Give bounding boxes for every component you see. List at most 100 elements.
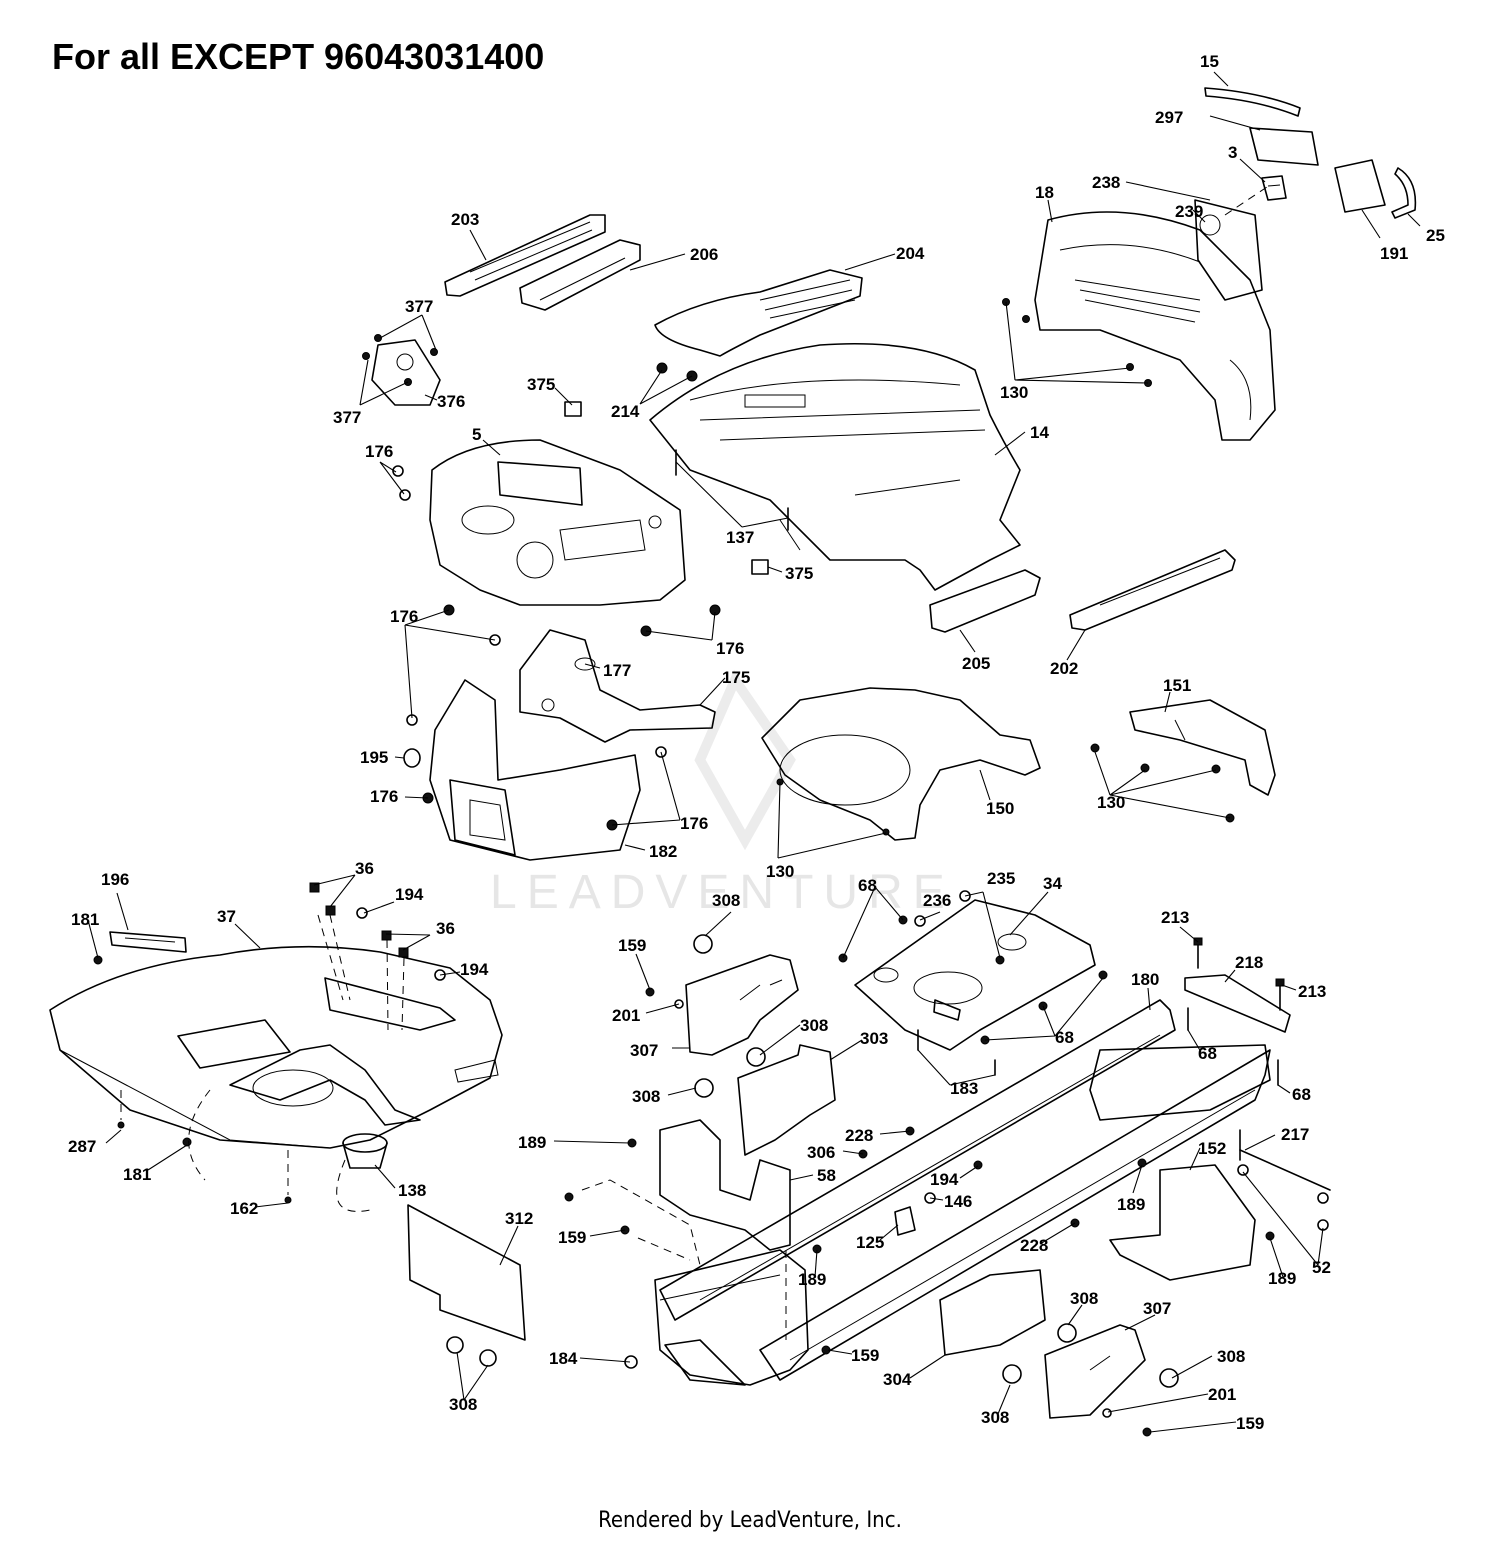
callout-308-e: 308	[1217, 1347, 1245, 1366]
page-title: For all EXCEPT 96043031400	[52, 36, 545, 77]
callout-201-a: 201	[612, 1006, 640, 1025]
callout-125: 125	[856, 1233, 884, 1252]
callout-138: 138	[398, 1181, 426, 1200]
callout-180: 180	[1131, 970, 1159, 989]
callout-306: 306	[807, 1143, 835, 1162]
callout-14: 14	[1030, 423, 1049, 442]
callout-202: 202	[1050, 659, 1078, 678]
part-176-rivets-top	[392, 465, 721, 637]
callout-130-mid: 130	[1097, 793, 1125, 812]
callout-308-a: 308	[712, 891, 740, 910]
callout-177: 177	[603, 661, 631, 680]
part-5-dash	[429, 439, 686, 606]
callout-176-e: 176	[680, 814, 708, 833]
part-297-lens	[1249, 127, 1319, 166]
callout-130-top: 130	[1000, 383, 1028, 402]
callout-189-d: 189	[1268, 1269, 1296, 1288]
callout-201-b: 201	[1208, 1385, 1236, 1404]
callout-308-f: 308	[449, 1395, 477, 1414]
part-150-liner	[761, 687, 1041, 841]
part-206-vent	[519, 239, 641, 311]
chassis-dashed-guides	[581, 1179, 787, 1340]
part-203-vent	[444, 214, 606, 297]
callout-130-low: 130	[766, 862, 794, 881]
callout-217: 217	[1281, 1125, 1309, 1144]
callout-176-d: 176	[370, 787, 398, 806]
callout-176-b: 176	[390, 607, 418, 626]
callout-5: 5	[472, 425, 481, 444]
callout-34: 34	[1043, 874, 1062, 893]
callout-376: 376	[437, 392, 465, 411]
callout-176-a: 176	[365, 442, 393, 461]
callout-68-d: 68	[1292, 1085, 1311, 1104]
callout-36-b: 36	[436, 919, 455, 938]
part-130-screws	[776, 298, 1235, 836]
part-308-bushings	[693, 934, 1179, 1388]
callout-15: 15	[1200, 52, 1219, 71]
callout-228-a: 228	[845, 1126, 873, 1145]
part-14-hood	[649, 342, 1021, 591]
callout-146: 146	[944, 1192, 972, 1211]
callout-181-a: 181	[71, 910, 99, 929]
callout-297: 297	[1155, 108, 1183, 127]
callout-308-c: 308	[632, 1087, 660, 1106]
part-195-plug	[403, 748, 421, 768]
part-304-bracket	[939, 1269, 1046, 1356]
part-3-bracket	[1261, 175, 1287, 201]
part-37-fender	[49, 945, 503, 1149]
part-36-194-hardware	[93, 882, 446, 1204]
callout-189-c: 189	[798, 1270, 826, 1289]
callout-206: 206	[690, 245, 718, 264]
part-138-cup	[342, 1133, 388, 1169]
part-376-bracket	[371, 339, 441, 406]
callout-228-b: 228	[1020, 1236, 1048, 1255]
callout-58: 58	[817, 1166, 836, 1185]
callout-189-b: 189	[1117, 1195, 1145, 1214]
part-152-shield	[1109, 1164, 1256, 1281]
callout-18: 18	[1035, 183, 1054, 202]
callout-37: 37	[217, 907, 236, 926]
part-137-pins	[675, 449, 789, 531]
callout-181-b: 181	[123, 1165, 151, 1184]
callout-308-b: 308	[800, 1016, 828, 1035]
callout-205: 205	[962, 654, 990, 673]
callout-68-b: 68	[1055, 1028, 1074, 1047]
callout-307-b: 307	[1143, 1299, 1171, 1318]
callout-191: 191	[1380, 244, 1408, 263]
callout-239: 239	[1175, 202, 1203, 221]
callout-151: 151	[1163, 676, 1191, 695]
callout-375-bottom: 375	[785, 564, 813, 583]
callout-159-c: 159	[851, 1346, 879, 1365]
callout-159-a: 159	[618, 936, 646, 955]
callout-194-a: 194	[395, 885, 424, 904]
callout-307-a: 307	[630, 1041, 658, 1060]
watermark-text: LEADVENTURE	[490, 866, 955, 919]
callout-194-c: 194	[930, 1170, 959, 1189]
callout-204: 204	[896, 244, 925, 263]
callout-159-d: 159	[1236, 1414, 1264, 1433]
part-202-strip	[1069, 549, 1236, 631]
callout-68-c: 68	[1198, 1044, 1217, 1063]
callout-218: 218	[1235, 953, 1263, 972]
watermark-logo	[694, 669, 796, 851]
callout-308-g: 308	[981, 1408, 1009, 1427]
fender-dashed-guides	[120, 914, 405, 1212]
callout-203: 203	[451, 210, 479, 229]
part-214-fasteners	[656, 362, 698, 382]
part-175-plate	[519, 629, 716, 743]
callout-182: 182	[649, 842, 677, 861]
callout-195: 195	[360, 748, 388, 767]
callout-194-b: 194	[460, 960, 489, 979]
callout-175: 175	[722, 668, 750, 687]
callout-238: 238	[1092, 173, 1120, 192]
part-25-clip	[1391, 167, 1417, 219]
part-204-hood-top	[654, 269, 863, 357]
front-frame-end	[654, 1249, 809, 1386]
callout-213-a: 213	[1161, 908, 1189, 927]
callout-159-b: 159	[558, 1228, 586, 1247]
part-196-plate	[109, 931, 187, 953]
footer-credit: Rendered by LeadVenture, Inc.	[598, 1508, 902, 1533]
callout-176-c: 176	[716, 639, 744, 658]
callout-68-a: 68	[858, 876, 877, 895]
